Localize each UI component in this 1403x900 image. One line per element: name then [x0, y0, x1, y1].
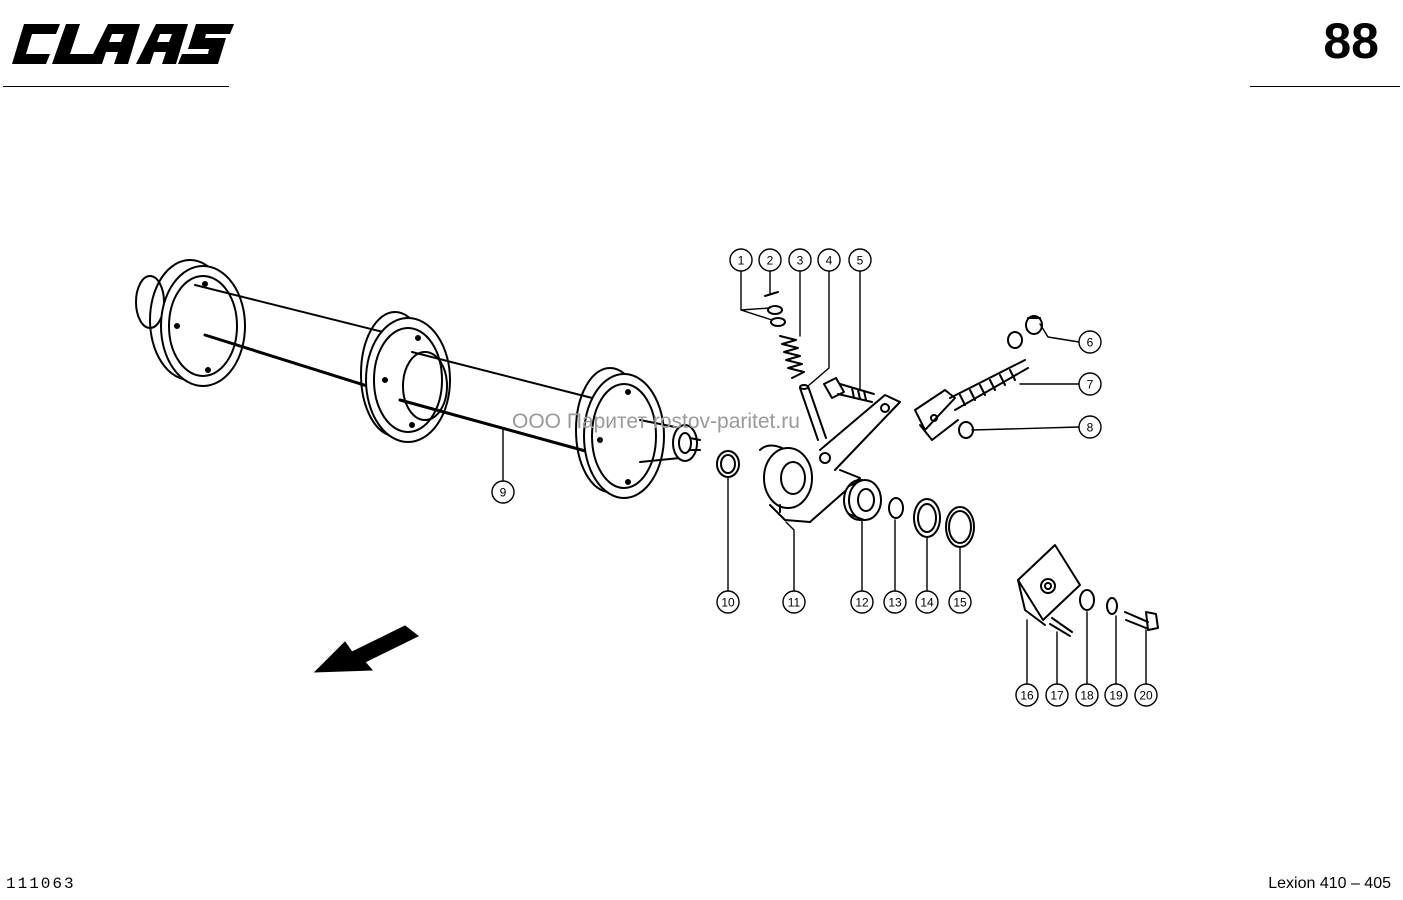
callout-circle [788, 248, 812, 272]
part-20-bolt [1124, 611, 1159, 631]
callout-1: 1 [729, 248, 753, 272]
callout-15: 15 [948, 590, 972, 614]
watermark: ООО Паритет rostov-paritet.ru [512, 410, 800, 433]
callout-17: 17 [1045, 683, 1069, 707]
part-6-nuts [1007, 315, 1043, 349]
callout-5: 5 [848, 248, 872, 272]
callout-8: 8 [1078, 415, 1102, 439]
callout-16: 16 [1015, 683, 1039, 707]
callout-number: 17 [1050, 689, 1064, 703]
drawing-number: 111063 [6, 875, 76, 893]
callout-circle [782, 590, 806, 614]
shaft-assembly [135, 259, 701, 499]
part-17-dowel [1049, 617, 1073, 637]
callout-number: 18 [1080, 689, 1094, 703]
leader-lines [502, 269, 1147, 685]
callout-circle [1078, 330, 1102, 354]
callout-3: 3 [788, 248, 812, 272]
callout-number: 19 [1109, 689, 1123, 703]
callout-circle [850, 590, 874, 614]
callout-circle [729, 248, 753, 272]
part-16-block [1017, 544, 1081, 626]
callout-circle [1015, 683, 1039, 707]
part-14-washer [913, 498, 941, 538]
callout-10: 10 [716, 590, 740, 614]
claas-logo [12, 24, 234, 64]
callout-number: 2 [767, 254, 774, 268]
header-rule-left [3, 86, 229, 87]
callout-number: 3 [797, 254, 804, 268]
part-3-spring [779, 335, 805, 379]
part-18-washer [1079, 589, 1095, 611]
callout-circle [1045, 683, 1069, 707]
callout-circle [883, 590, 907, 614]
part-10-ring [716, 450, 740, 478]
part-12-bearing [843, 479, 882, 521]
callout-circle [848, 248, 872, 272]
direction-arrow-icon [313, 625, 419, 673]
callout-number: 15 [953, 596, 967, 610]
callout-18: 18 [1075, 683, 1099, 707]
callout-number: 4 [826, 254, 833, 268]
part-8-nut [958, 421, 974, 439]
callout-9: 9 [491, 480, 515, 504]
part-19-ring [1106, 597, 1118, 615]
callout-number: 8 [1087, 421, 1094, 435]
callout-11: 11 [782, 590, 806, 614]
callout-number: 9 [500, 486, 507, 500]
callout-19: 19 [1104, 683, 1128, 707]
callout-circle [817, 248, 841, 272]
callout-number: 6 [1087, 336, 1094, 350]
part-4-pin [799, 385, 827, 441]
callout-number: 13 [888, 596, 902, 610]
callout-number: 16 [1020, 689, 1034, 703]
callout-4: 4 [817, 248, 841, 272]
callout-circle [1078, 372, 1102, 396]
callout-2: 2 [758, 248, 782, 272]
callout-circle [948, 590, 972, 614]
callout-14: 14 [915, 590, 939, 614]
callout-number: 7 [1087, 378, 1094, 392]
page-number: 88 [1323, 13, 1379, 69]
callout-number: 1 [738, 254, 745, 268]
callout-circle [716, 590, 740, 614]
callout-circle [915, 590, 939, 614]
part-13-ring [888, 497, 904, 519]
part-15-circlip [945, 506, 975, 548]
callout-number: 20 [1139, 689, 1153, 703]
callout-circle [1134, 683, 1158, 707]
callout-number: 11 [788, 596, 801, 610]
part-2-pin [764, 291, 779, 297]
callout-circle [1104, 683, 1128, 707]
callout-circle [491, 480, 515, 504]
callout-13: 13 [883, 590, 907, 614]
callout-number: 14 [920, 596, 934, 610]
callout-number: 10 [721, 596, 735, 610]
model-label: Lexion 410 – 405 [1268, 875, 1391, 892]
callout-number: 12 [855, 596, 869, 610]
callout-circle [1078, 415, 1102, 439]
callout-20: 20 [1134, 683, 1158, 707]
callout-12: 12 [850, 590, 874, 614]
callout-number: 5 [857, 254, 864, 268]
header-rule-right [1250, 86, 1400, 87]
callout-6: 6 [1078, 330, 1102, 354]
part-5-bolt [823, 377, 875, 403]
part-11-housing-arm [759, 394, 901, 523]
callout-7: 7 [1078, 372, 1102, 396]
callout-circle [1075, 683, 1099, 707]
callout-circle [758, 248, 782, 272]
part-7-threaded-rod [914, 359, 1029, 441]
